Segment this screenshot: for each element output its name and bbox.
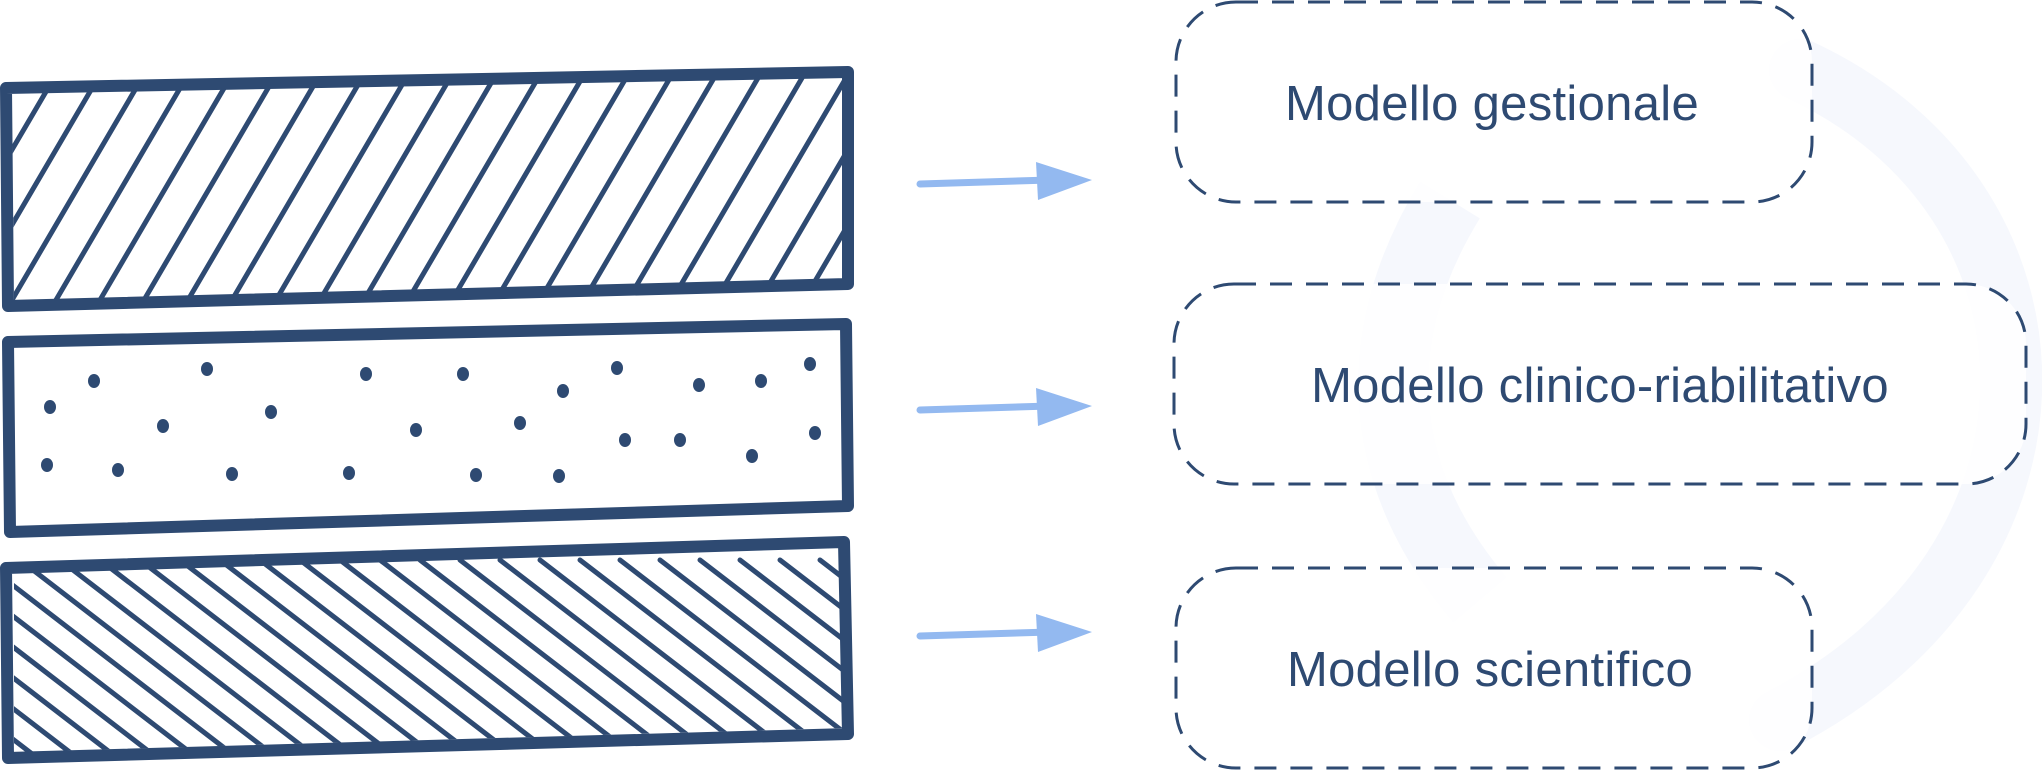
hatch-stroke bbox=[697, 557, 844, 752]
hatch-stroke bbox=[12, 76, 145, 302]
hatch-stroke bbox=[860, 560, 1120, 760]
hatch-stroke bbox=[577, 557, 843, 752]
hatch-stroke bbox=[57, 557, 323, 752]
hatch-stroke bbox=[537, 76, 673, 302]
dot bbox=[410, 423, 422, 437]
bar-3-outline bbox=[0, 536, 854, 764]
hatch-stroke bbox=[97, 76, 233, 302]
layer-bar-2 bbox=[2, 318, 854, 538]
hatch-stroke bbox=[848, 78, 978, 300]
dot bbox=[44, 400, 56, 414]
label-modello-gestionale: Modello gestionale bbox=[1284, 77, 1700, 131]
dot bbox=[514, 416, 526, 430]
hatch-stroke bbox=[581, 76, 717, 302]
dot bbox=[470, 468, 482, 482]
hatch-stroke bbox=[777, 557, 844, 752]
diagonal-hatch-pattern bbox=[12, 76, 1022, 302]
hatch-stroke bbox=[337, 557, 603, 752]
dot bbox=[746, 449, 758, 463]
hatch-stroke bbox=[317, 76, 453, 302]
dot bbox=[674, 433, 686, 447]
hatch-stroke bbox=[625, 76, 761, 302]
hatch-stroke bbox=[17, 557, 283, 752]
hatch-stroke bbox=[97, 557, 363, 752]
dot bbox=[88, 374, 100, 388]
label-box-2 bbox=[1172, 282, 2028, 486]
hatch-stroke bbox=[377, 557, 643, 752]
hatch-stroke bbox=[617, 557, 844, 752]
hatch-stroke bbox=[177, 557, 443, 752]
hatch-stroke bbox=[737, 557, 844, 752]
hatch-stroke bbox=[657, 557, 844, 752]
dots-pattern bbox=[41, 357, 821, 483]
dot bbox=[265, 405, 277, 419]
dot bbox=[201, 362, 213, 376]
dot bbox=[41, 458, 53, 472]
dot bbox=[226, 467, 238, 481]
hatch-stroke bbox=[537, 557, 803, 752]
hatch-stroke bbox=[457, 557, 723, 752]
dot bbox=[157, 419, 169, 433]
layer-bar-3 bbox=[0, 536, 1120, 764]
hatch-stroke bbox=[185, 76, 321, 302]
hatch-stroke bbox=[14, 557, 243, 752]
dot bbox=[755, 374, 767, 388]
hatch-stroke bbox=[801, 76, 842, 302]
hatch-stroke bbox=[12, 76, 57, 302]
hatch-stroke bbox=[137, 557, 403, 752]
dot bbox=[360, 367, 372, 381]
dot bbox=[553, 469, 565, 483]
hatch-stroke bbox=[497, 557, 763, 752]
hatch-stroke bbox=[493, 76, 629, 302]
hatch-stroke bbox=[892, 78, 1022, 300]
layer-bar-1 bbox=[0, 66, 1022, 312]
dot bbox=[343, 466, 355, 480]
hatch-stroke bbox=[141, 76, 277, 302]
hatch-stroke bbox=[817, 557, 844, 752]
dot bbox=[611, 361, 623, 375]
label-box-3 bbox=[1174, 566, 1814, 770]
hatch-stroke bbox=[14, 557, 123, 752]
hatch-stroke bbox=[257, 557, 523, 752]
hatch-stroke bbox=[273, 76, 409, 302]
hatch-stroke bbox=[417, 557, 683, 752]
arrow-2 bbox=[916, 388, 1092, 426]
hatch-stroke bbox=[297, 557, 563, 752]
bar-2-outline bbox=[2, 318, 854, 538]
label-modello-clinico-riabilitativo: Modello clinico-riabilitativo bbox=[1311, 359, 1889, 413]
dot bbox=[457, 367, 469, 381]
hatch-stroke bbox=[14, 557, 83, 752]
hatch-stroke bbox=[229, 76, 365, 302]
hatch-stroke bbox=[361, 76, 497, 302]
label-box-1 bbox=[1174, 0, 1814, 204]
hatch-stroke bbox=[713, 76, 842, 302]
arrow-1 bbox=[916, 162, 1092, 200]
arrow-3 bbox=[916, 614, 1092, 652]
hatch-stroke bbox=[405, 76, 541, 302]
hatch-stroke bbox=[14, 557, 203, 752]
label-modello-scientifico: Modello scientifico bbox=[1286, 643, 1694, 697]
dot bbox=[557, 384, 569, 398]
dot bbox=[693, 378, 705, 392]
dot bbox=[112, 463, 124, 477]
hatch-stroke bbox=[217, 557, 483, 752]
hatch-stroke bbox=[53, 76, 189, 302]
hatch-stroke bbox=[14, 557, 163, 752]
bar-1-outline bbox=[0, 66, 854, 312]
dot bbox=[809, 426, 821, 440]
reverse-hatch-pattern bbox=[14, 557, 1120, 760]
hatch-stroke bbox=[449, 76, 585, 302]
dot bbox=[804, 357, 816, 371]
dot bbox=[619, 433, 631, 447]
hatch-stroke bbox=[757, 76, 842, 302]
hatch-stroke bbox=[12, 76, 101, 302]
hatch-stroke bbox=[669, 76, 805, 302]
